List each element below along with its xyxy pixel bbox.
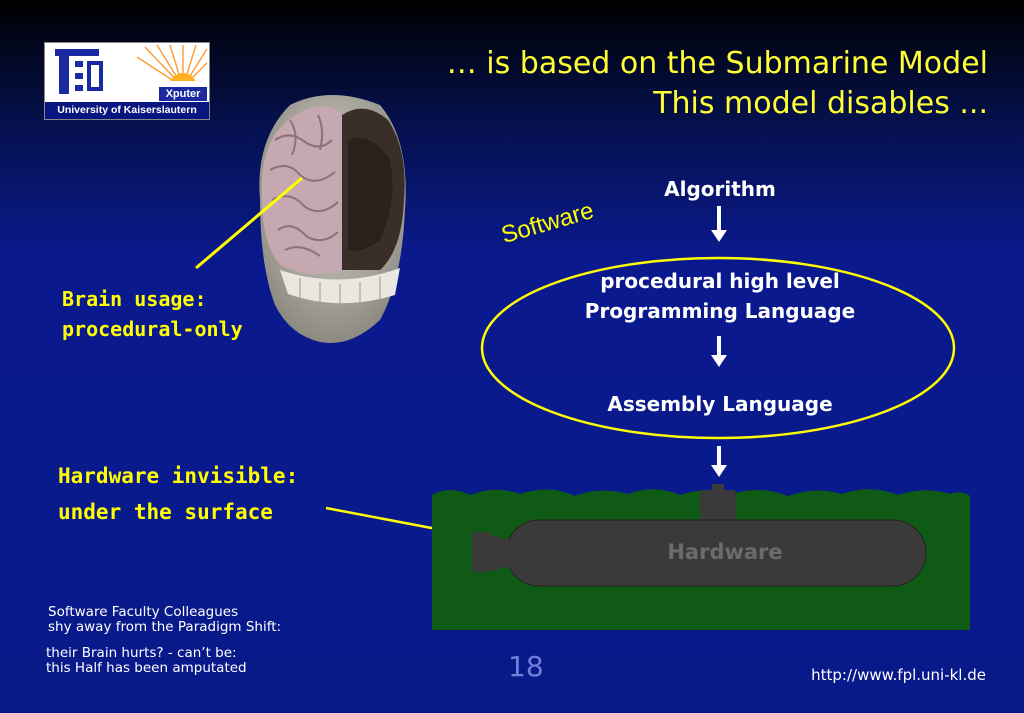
hll-line-1: procedural high level [600, 269, 840, 293]
brain-illustration [259, 95, 406, 344]
submarine [472, 484, 927, 587]
faculty-note-line-1: Software Faculty Colleagues [48, 604, 239, 620]
faculty-note-line-3: their Brain hurts? - can’t be: [46, 645, 237, 661]
arrow-head-1 [711, 230, 727, 242]
faculty-note-top: Software Faculty Colleagues shy away fro… [48, 605, 281, 635]
faculty-note-bottom: their Brain hurts? - can’t be: this Half… [46, 646, 247, 676]
title-line-1: … is based on the Submarine Model [446, 46, 988, 81]
faculty-note-line-2: shy away from the Paradigm Shift: [48, 619, 282, 635]
hll-line-2: Programming Language [584, 299, 856, 323]
faculty-note-line-4: this Half has been amputated [46, 660, 247, 676]
hardware-note-line-2: under the surface [58, 500, 273, 524]
title-line-2: This model disables ... [653, 86, 988, 121]
arrow-shaft-1 [717, 206, 721, 232]
brain-usage-label: Brain usage: procedural-only [62, 284, 243, 344]
assembly-label: Assembly Language [607, 392, 833, 416]
arrow-head-3 [711, 465, 727, 477]
algorithm-label: Algorithm [664, 177, 776, 201]
hardware-note-line-1: Hardware invisible: [58, 464, 299, 488]
hll-label: procedural high level Programming Langua… [560, 266, 880, 326]
brain-usage-line-1: Brain usage: [62, 287, 207, 311]
hardware-invisible-note: Hardware invisible: under the surface [58, 458, 298, 530]
software-ellipse [480, 256, 956, 440]
arrow-shaft-3 [717, 446, 721, 468]
hardware-label: Hardware [667, 540, 783, 564]
down-arrows [711, 206, 727, 477]
page-number: 18 [508, 650, 544, 683]
logo-university-name: University of Kaiserslautern [45, 102, 209, 119]
brain-usage-line-2: procedural-only [62, 317, 243, 341]
university-logo: Xputer Lab University of Kaiserslautern [44, 42, 210, 120]
arrow-shaft-2 [717, 336, 721, 358]
footer-url[interactable]: http://www.fpl.uni-kl.de [811, 666, 986, 684]
arrow-head-2 [711, 355, 727, 367]
brain-pointer-line [195, 176, 303, 270]
slide-title: … is based on the Submarine Model This m… [348, 44, 988, 124]
